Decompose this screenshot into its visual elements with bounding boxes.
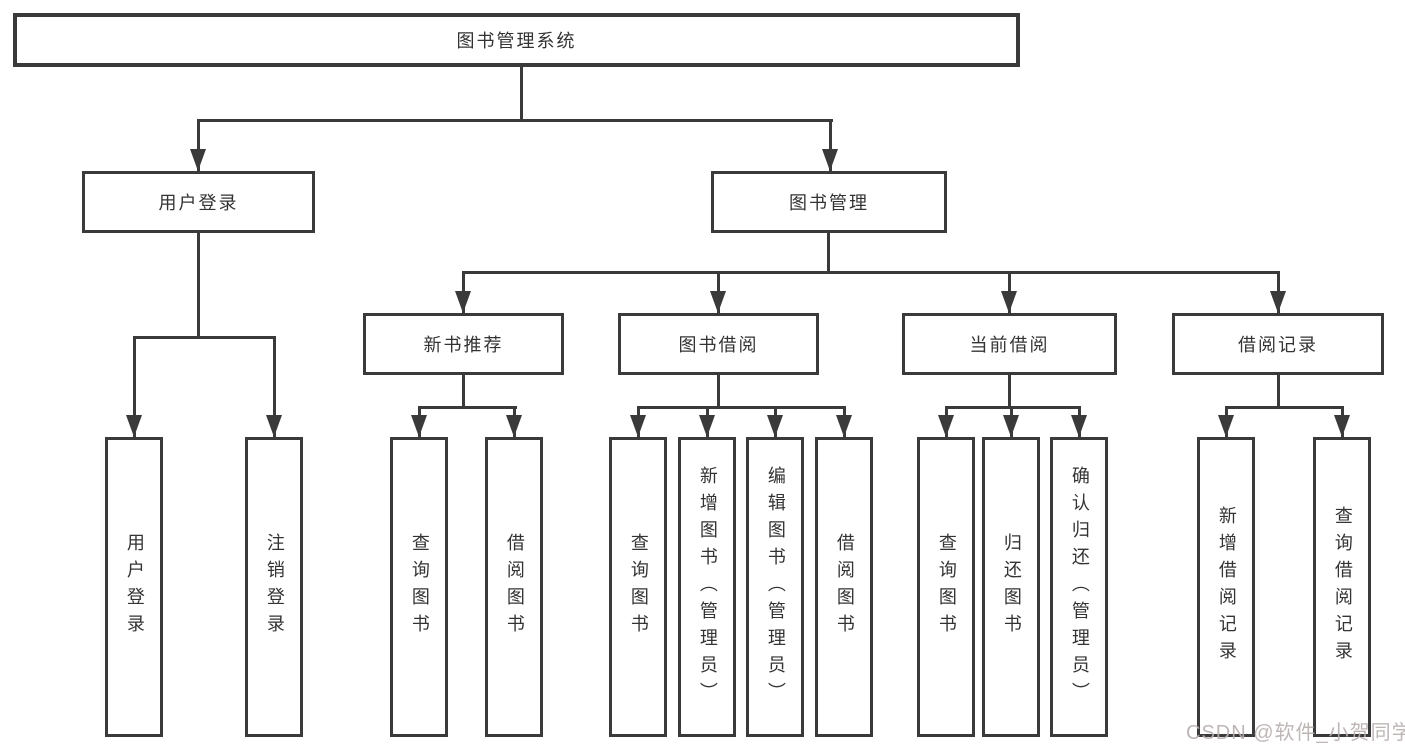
leaf-confirm-return-admin-label: 确认归还（管理员） bbox=[1069, 465, 1090, 709]
arrowhead bbox=[710, 291, 726, 313]
connector-trunk bbox=[1008, 375, 1011, 408]
connector-stem bbox=[273, 336, 276, 437]
node-new-book-recommend-label: 新书推荐 bbox=[423, 335, 504, 355]
arrowhead bbox=[836, 415, 852, 437]
leaf-query-books-1: 查询图书 bbox=[390, 437, 448, 737]
leaf-add-borrow-record: 新增借阅记录 bbox=[1197, 437, 1255, 737]
arrowhead bbox=[1001, 291, 1017, 313]
leaf-query-books-3-label: 查询图书 bbox=[936, 533, 957, 641]
connector-stem-user-login bbox=[197, 119, 200, 171]
leaf-edit-book-admin: 编辑图书（管理员） bbox=[746, 437, 804, 737]
arrowhead bbox=[506, 415, 522, 437]
connector-root-trunk bbox=[520, 67, 523, 120]
leaf-logout: 注销登录 bbox=[245, 437, 303, 737]
arrowhead bbox=[1270, 291, 1286, 313]
connector-book-mgmt-rail bbox=[462, 271, 1280, 274]
leaf-add-book-admin: 新增图书（管理员） bbox=[678, 437, 736, 737]
node-borrow-records-label: 借阅记录 bbox=[1238, 335, 1318, 355]
connector-stem bbox=[133, 336, 136, 437]
node-borrow-records: 借阅记录 bbox=[1172, 313, 1384, 375]
arrowhead bbox=[1218, 415, 1234, 437]
arrowhead bbox=[190, 149, 206, 171]
leaf-query-books-3: 查询图书 bbox=[917, 437, 975, 737]
node-book-management: 图书管理 bbox=[711, 171, 947, 233]
node-book-borrow: 图书借阅 bbox=[618, 313, 819, 375]
arrowhead bbox=[822, 149, 838, 171]
connector-root-rail bbox=[197, 119, 833, 122]
leaf-user-login: 用户登录 bbox=[105, 437, 163, 737]
node-root-label: 图书管理系统 bbox=[456, 31, 577, 51]
leaf-edit-book-admin-label: 编辑图书（管理员） bbox=[765, 465, 786, 709]
arrowhead bbox=[455, 291, 471, 313]
node-new-book-recommend: 新书推荐 bbox=[363, 313, 564, 375]
leaf-borrow-books-1-label: 借阅图书 bbox=[504, 533, 525, 641]
connector-trunk bbox=[1277, 375, 1280, 408]
node-user-login-label: 用户登录 bbox=[158, 193, 239, 213]
leaf-borrow-books-2-label: 借阅图书 bbox=[834, 533, 855, 641]
arrowhead bbox=[938, 415, 954, 437]
leaf-borrow-books-2: 借阅图书 bbox=[815, 437, 873, 737]
leaf-query-books-2-label: 查询图书 bbox=[628, 533, 649, 641]
csdn-watermark: CSDN @软件_小贺同学 bbox=[1186, 722, 1405, 744]
leaf-query-books-2: 查询图书 bbox=[609, 437, 667, 737]
leaf-query-borrow-record-label: 查询借阅记录 bbox=[1332, 506, 1353, 668]
connector-trunk bbox=[717, 375, 720, 408]
node-current-borrow: 当前借阅 bbox=[902, 313, 1117, 375]
arrowhead bbox=[1003, 415, 1019, 437]
arrowhead bbox=[630, 415, 646, 437]
leaf-return-books-label: 归还图书 bbox=[1001, 533, 1022, 641]
arrowhead bbox=[266, 415, 282, 437]
leaf-borrow-books-1: 借阅图书 bbox=[485, 437, 543, 737]
leaf-return-books: 归还图书 bbox=[982, 437, 1040, 737]
connector-rail bbox=[1225, 406, 1344, 409]
connector-user-login-rail bbox=[133, 336, 276, 339]
node-current-borrow-label: 当前借阅 bbox=[969, 335, 1050, 355]
connector-rail bbox=[945, 406, 1081, 409]
arrowhead bbox=[1334, 415, 1350, 437]
connector-rail bbox=[418, 406, 517, 409]
arrowhead bbox=[411, 415, 427, 437]
connector-user-login-trunk bbox=[197, 233, 200, 339]
arrowhead bbox=[126, 415, 142, 437]
leaf-logout-label: 注销登录 bbox=[264, 533, 285, 641]
leaf-query-borrow-record: 查询借阅记录 bbox=[1313, 437, 1371, 737]
leaf-add-borrow-record-label: 新增借阅记录 bbox=[1216, 506, 1237, 668]
node-book-management-label: 图书管理 bbox=[789, 193, 869, 213]
connector-rail bbox=[637, 406, 846, 409]
arrowhead bbox=[1071, 415, 1087, 437]
leaf-user-login-label: 用户登录 bbox=[124, 533, 145, 641]
connector-stem-book-mgmt bbox=[829, 119, 832, 171]
leaf-add-book-admin-label: 新增图书（管理员） bbox=[697, 465, 718, 709]
node-user-login: 用户登录 bbox=[82, 171, 315, 233]
connector-trunk bbox=[462, 375, 465, 408]
arrowhead bbox=[767, 415, 783, 437]
node-book-borrow-label: 图书借阅 bbox=[678, 335, 759, 355]
arrowhead bbox=[699, 415, 715, 437]
connector-book-mgmt-trunk bbox=[827, 233, 830, 273]
node-root: 图书管理系统 bbox=[13, 13, 1020, 67]
leaf-query-books-1-label: 查询图书 bbox=[409, 533, 430, 641]
leaf-confirm-return-admin: 确认归还（管理员） bbox=[1050, 437, 1108, 737]
